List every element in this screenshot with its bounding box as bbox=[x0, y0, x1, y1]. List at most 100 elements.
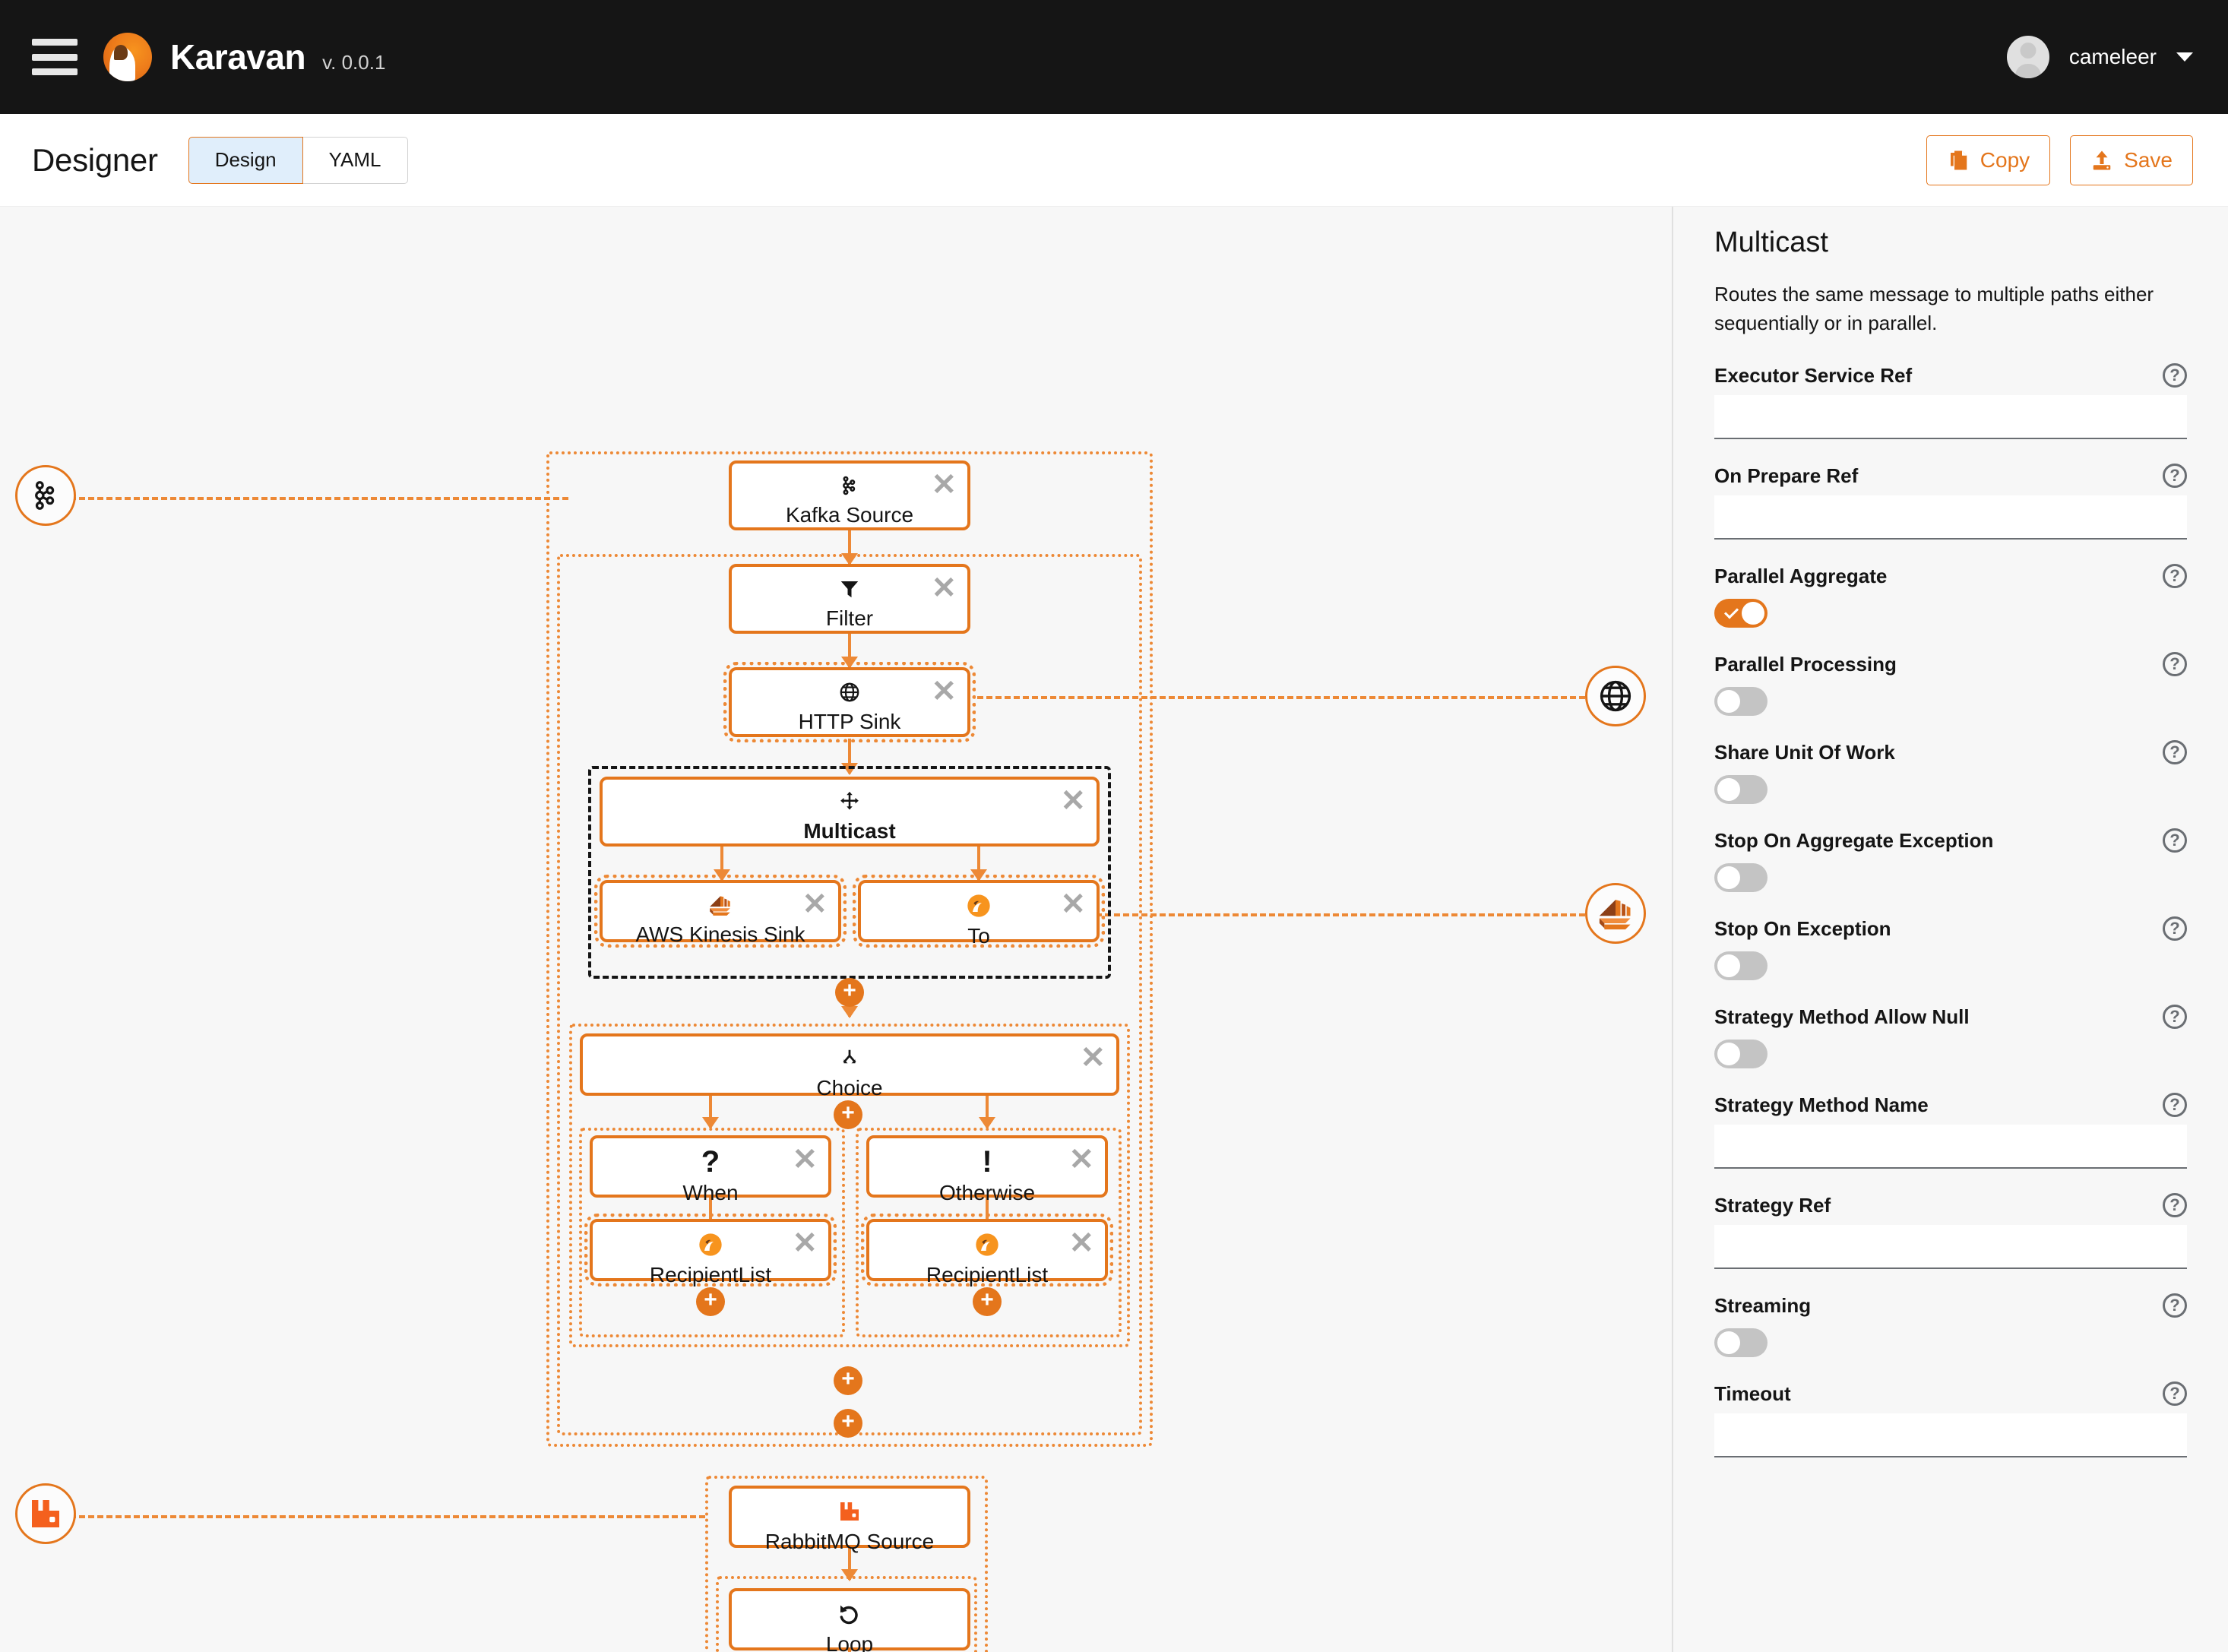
aws-kinesis-badge[interactable] bbox=[1585, 883, 1646, 944]
plus-icon: + bbox=[704, 1287, 717, 1312]
header-actions: Copy Save bbox=[1926, 135, 2193, 185]
field-timeout: Timeout ? bbox=[1714, 1381, 2187, 1458]
parallel-aggregate-toggle[interactable] bbox=[1714, 599, 1768, 628]
node-filter[interactable]: Filter ✕ bbox=[729, 564, 970, 634]
help-icon[interactable]: ? bbox=[2163, 652, 2187, 677]
help-icon[interactable]: ? bbox=[2163, 464, 2187, 489]
copy-button[interactable]: Copy bbox=[1926, 135, 2051, 185]
choice-container[interactable] bbox=[569, 1024, 1130, 1347]
toggle-knob bbox=[1717, 778, 1740, 802]
node-otherwise[interactable]: ! Otherwise ✕ bbox=[866, 1135, 1108, 1204]
node-multicast[interactable]: Multicast ✕ bbox=[600, 777, 1100, 847]
close-icon[interactable]: ✕ bbox=[1060, 888, 1086, 921]
help-icon[interactable]: ? bbox=[2163, 740, 2187, 765]
toggle-knob bbox=[1742, 602, 1764, 625]
masthead-user-area[interactable]: cameleer bbox=[2006, 36, 2193, 78]
close-icon[interactable]: ✕ bbox=[1060, 784, 1086, 818]
help-icon[interactable]: ? bbox=[2163, 1293, 2187, 1318]
executor-service-ref-input[interactable] bbox=[1714, 395, 2187, 440]
toggle-knob bbox=[1717, 866, 1740, 890]
connector-arrow bbox=[709, 1198, 712, 1230]
add-step-multicast-button[interactable]: + bbox=[835, 978, 864, 1007]
toggle-knob bbox=[1717, 1043, 1740, 1066]
save-button[interactable]: Save bbox=[2070, 135, 2193, 185]
kafka-icon bbox=[35, 481, 55, 510]
node-label: When bbox=[682, 1181, 739, 1204]
node-rabbitmq-source[interactable]: RabbitMQ Source bbox=[729, 1486, 970, 1553]
user-name: cameleer bbox=[2068, 45, 2157, 68]
node-recipientlist-otherwise[interactable]: RecipientList ✕ bbox=[861, 1214, 1113, 1286]
when-branch-container[interactable] bbox=[579, 1128, 845, 1337]
multicast-selection-box[interactable] bbox=[588, 766, 1111, 979]
help-icon[interactable]: ? bbox=[2163, 1005, 2187, 1030]
help-icon[interactable]: ? bbox=[2163, 1193, 2187, 1218]
help-icon[interactable]: ? bbox=[2163, 363, 2187, 388]
flow-canvas[interactable]: Kafka Source ✕ Filter ✕ HTTP Si bbox=[0, 207, 1672, 1652]
strategy-ref-input[interactable] bbox=[1714, 1225, 2187, 1270]
aws-connector-line bbox=[977, 913, 1585, 916]
mode-toggle-group[interactable]: Design YAML bbox=[188, 136, 408, 184]
help-icon[interactable]: ? bbox=[2163, 828, 2187, 853]
brand-version: v. 0.0.1 bbox=[322, 50, 386, 74]
field-label: Streaming bbox=[1714, 1293, 1812, 1317]
close-icon[interactable]: ✕ bbox=[931, 675, 957, 708]
close-icon[interactable]: ✕ bbox=[1068, 1143, 1094, 1176]
flow-container-2[interactable] bbox=[705, 1476, 988, 1652]
otherwise-branch-container[interactable] bbox=[856, 1128, 1122, 1337]
hamburger-icon[interactable] bbox=[32, 39, 78, 75]
add-step-flow-button[interactable]: + bbox=[834, 1409, 862, 1438]
connector-arrow bbox=[977, 847, 980, 880]
close-icon[interactable]: ✕ bbox=[792, 1226, 818, 1260]
parallel-processing-toggle[interactable] bbox=[1714, 687, 1768, 717]
kafka-badge[interactable] bbox=[15, 465, 76, 526]
add-step-when-button[interactable]: + bbox=[696, 1287, 725, 1316]
help-icon[interactable]: ? bbox=[2163, 1381, 2187, 1407]
stop-on-exception-toggle[interactable] bbox=[1714, 951, 1768, 981]
close-icon[interactable]: ✕ bbox=[802, 888, 828, 921]
timeout-input[interactable] bbox=[1714, 1413, 2187, 1458]
close-icon[interactable]: ✕ bbox=[1068, 1226, 1094, 1260]
stop-on-aggregate-exception-toggle[interactable] bbox=[1714, 863, 1768, 893]
globe-icon bbox=[1600, 680, 1631, 712]
on-prepare-ref-input[interactable] bbox=[1714, 495, 2187, 540]
node-aws-kinesis-sink[interactable]: AWS Kinesis Sink ✕ bbox=[594, 875, 847, 948]
help-icon[interactable]: ? bbox=[2163, 1093, 2187, 1118]
tab-design[interactable]: Design bbox=[188, 136, 303, 184]
strategy-method-name-input[interactable] bbox=[1714, 1125, 2187, 1169]
streaming-toggle[interactable] bbox=[1714, 1328, 1768, 1358]
connector-arrow bbox=[848, 1650, 851, 1652]
add-step-otherwise-button[interactable]: + bbox=[973, 1287, 1002, 1316]
node-loop[interactable]: Loop bbox=[729, 1588, 970, 1652]
node-when[interactable]: ? When ✕ bbox=[590, 1135, 831, 1204]
move-arrows-icon bbox=[838, 790, 861, 813]
node-choice[interactable]: Choice ✕ bbox=[580, 1033, 1119, 1100]
node-label: HTTP Sink bbox=[798, 710, 901, 733]
share-unit-of-work-toggle[interactable] bbox=[1714, 775, 1768, 805]
field-stop-on-aggregate-exception: Stop On Aggregate Exception ? bbox=[1714, 828, 2187, 893]
avatar bbox=[2006, 36, 2049, 78]
strategy-method-allow-null-toggle[interactable] bbox=[1714, 1040, 1768, 1069]
help-icon[interactable]: ? bbox=[2163, 916, 2187, 942]
flow-container-1[interactable] bbox=[546, 451, 1153, 1447]
chevron-down-icon[interactable] bbox=[2176, 52, 2193, 62]
node-http-sink[interactable]: HTTP Sink ✕ bbox=[723, 662, 976, 742]
help-icon[interactable]: ? bbox=[2163, 564, 2187, 589]
node-label: Multicast bbox=[803, 819, 896, 843]
branch-icon bbox=[838, 1047, 861, 1070]
close-icon[interactable]: ✕ bbox=[792, 1143, 818, 1176]
close-icon[interactable]: ✕ bbox=[931, 571, 957, 605]
add-branch-choice-button[interactable]: + bbox=[834, 1100, 862, 1129]
rabbitmq-badge[interactable] bbox=[15, 1483, 76, 1544]
close-icon[interactable]: ✕ bbox=[1080, 1041, 1106, 1074]
node-kafka-source[interactable]: Kafka Source ✕ bbox=[729, 460, 970, 530]
tab-yaml[interactable]: YAML bbox=[302, 136, 408, 184]
node-recipientlist-when[interactable]: RecipientList ✕ bbox=[584, 1214, 837, 1286]
field-executor-service-ref: Executor Service Ref ? bbox=[1714, 363, 2187, 440]
node-label: AWS Kinesis Sink bbox=[635, 923, 805, 946]
http-badge[interactable] bbox=[1585, 666, 1646, 726]
field-label: Stop On Exception bbox=[1714, 916, 1891, 940]
add-step-route-button[interactable]: + bbox=[834, 1366, 862, 1395]
node-to[interactable]: To ✕ bbox=[853, 875, 1105, 948]
close-icon[interactable]: ✕ bbox=[931, 468, 957, 502]
upload-icon bbox=[2093, 150, 2111, 169]
